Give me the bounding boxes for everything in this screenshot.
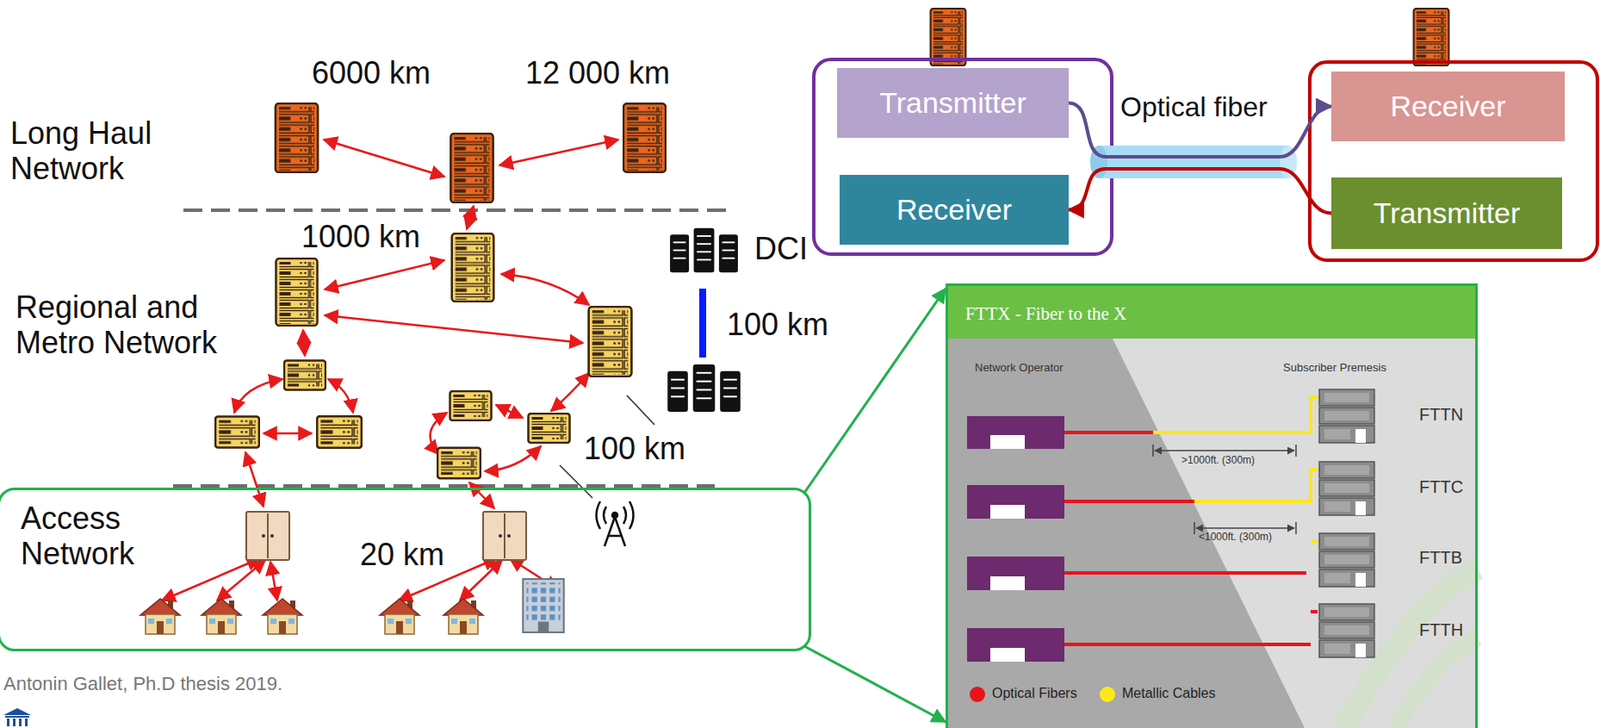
long-haul-server (275, 103, 318, 173)
legend-label: Metallic Cables (1122, 685, 1216, 701)
metro-server (437, 447, 481, 478)
citation: Antonin Gallet, Ph.D thesis 2019. (3, 672, 283, 695)
metro-server (528, 413, 571, 443)
fttx-type: FTTB (1419, 547, 1463, 568)
antenna-icon (596, 501, 634, 546)
dimension-label: >1000ft. (300m) (1181, 454, 1255, 467)
legend-swatch (969, 686, 986, 702)
distance-label: 12 000 km (525, 55, 670, 91)
leader-line (559, 465, 593, 498)
region-title: Access Network (20, 500, 193, 572)
optical-fiber (1090, 145, 1297, 179)
box-label: Transmitter (879, 86, 1027, 120)
endpoint-box: Transmitter (1331, 177, 1563, 249)
university-logo (3, 707, 32, 726)
long-haul-server (623, 103, 666, 173)
network-links (161, 139, 619, 601)
connector-arrow (1068, 168, 1332, 214)
office-building (522, 578, 564, 633)
datacenter-icon (669, 228, 738, 273)
fttx-type: FTTC (1419, 477, 1464, 497)
distance-label: 1000 km (301, 218, 421, 255)
street-cabinet (483, 511, 527, 560)
connector-arrow (804, 645, 946, 722)
fiber-label: Optical fiber (1117, 91, 1271, 124)
distance-label: 100 km (726, 306, 829, 342)
metro-server (589, 306, 633, 377)
box-label: Transmitter (1373, 196, 1521, 230)
terminal-server (930, 8, 967, 66)
house-icon (201, 598, 242, 634)
house-icon (140, 598, 180, 634)
access-network-region: Access Network 20 km (0, 487, 812, 652)
terminal-frame (813, 59, 1112, 255)
house-icon (379, 598, 420, 634)
datacenter-icon (667, 364, 741, 412)
metro-server (284, 360, 326, 391)
metro-server (276, 258, 318, 326)
dci-label: DCI (754, 230, 808, 267)
tier-label: Long Haul Network (10, 115, 192, 187)
operator-equipment (967, 415, 1065, 662)
endpoint-box: Transmitter (837, 68, 1069, 138)
dimension-lines (1153, 444, 1297, 534)
endpoint-box: Receiver (839, 174, 1069, 245)
terminal-server (1413, 8, 1450, 66)
box-label: Receiver (1389, 89, 1506, 124)
terminal-frame (1309, 62, 1598, 261)
fttx-type: FTTN (1419, 404, 1464, 425)
dci-link (699, 288, 707, 358)
house-icon (443, 598, 484, 634)
street-cabinet (246, 511, 290, 560)
legend-label: Optical Fibers (992, 685, 1078, 701)
fttx-illustration (945, 283, 1478, 728)
dimension-label: <1000ft. (300m) (1198, 531, 1272, 544)
long-haul-server (450, 133, 493, 203)
metro-server (452, 233, 495, 302)
fttx-cabling (1064, 396, 1318, 645)
distance-label: 20 km (359, 536, 445, 572)
zone-label: Network Operator (974, 361, 1064, 375)
distance-label: 6000 km (311, 55, 431, 91)
fttx-panel: FTTX - Fiber to the X (945, 283, 1478, 728)
tier-label: Regional and Metro Network (15, 289, 249, 361)
legend-swatch (1099, 686, 1116, 702)
endpoint-box: Receiver (1331, 71, 1565, 142)
zone-label: Subscriber Premesis (1283, 361, 1387, 375)
fttx-type: FTTH (1419, 620, 1464, 640)
house-icon (262, 598, 303, 634)
metro-server (316, 415, 362, 448)
distance-label: 100 km (581, 430, 689, 466)
tier-separator (183, 208, 730, 212)
region-title: FTTX - Fiber to the X (965, 303, 1127, 324)
subscriber-buildings (1319, 389, 1375, 658)
box-label: Receiver (896, 192, 1012, 227)
leader-line (626, 395, 655, 425)
metro-server (215, 415, 260, 447)
metro-server (450, 390, 492, 421)
